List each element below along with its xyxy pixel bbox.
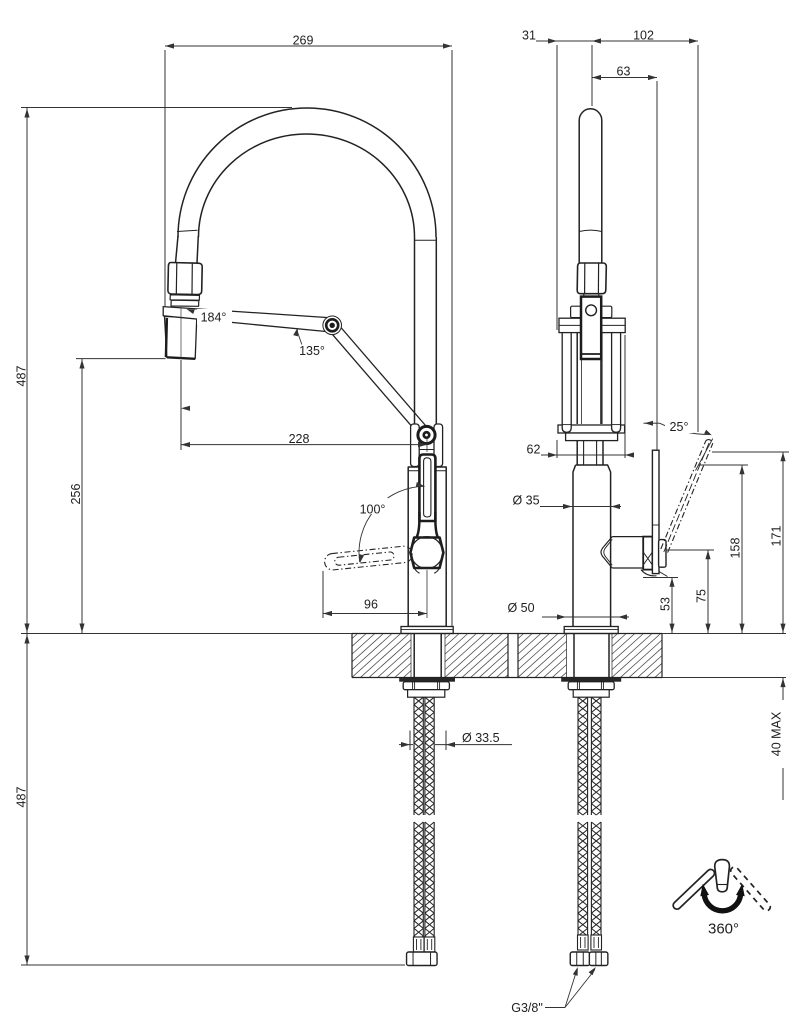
svg-text:487: 487: [15, 787, 29, 808]
svg-text:184°: 184°: [201, 311, 227, 325]
svg-text:269: 269: [293, 34, 314, 48]
svg-text:40 MAX: 40 MAX: [770, 711, 784, 756]
svg-text:228: 228: [289, 432, 310, 446]
svg-text:62: 62: [527, 443, 541, 457]
svg-text:31: 31: [522, 29, 536, 43]
svg-text:487: 487: [15, 366, 29, 387]
svg-text:Ø 35: Ø 35: [512, 494, 539, 508]
svg-text:25°: 25°: [670, 420, 689, 434]
svg-text:96: 96: [364, 598, 378, 612]
svg-text:135°: 135°: [299, 344, 325, 358]
svg-text:G3/8": G3/8": [511, 1001, 543, 1015]
svg-text:360°: 360°: [708, 921, 739, 938]
svg-text:158: 158: [729, 538, 743, 559]
svg-text:63: 63: [617, 65, 631, 79]
svg-text:75: 75: [695, 589, 709, 603]
svg-text:Ø 50: Ø 50: [507, 601, 534, 615]
svg-text:Ø 33.5: Ø 33.5: [462, 731, 500, 745]
svg-text:100°: 100°: [360, 503, 386, 517]
svg-text:256: 256: [69, 484, 83, 505]
svg-text:102: 102: [633, 29, 654, 43]
svg-text:171: 171: [770, 526, 784, 547]
svg-text:53: 53: [659, 597, 673, 611]
